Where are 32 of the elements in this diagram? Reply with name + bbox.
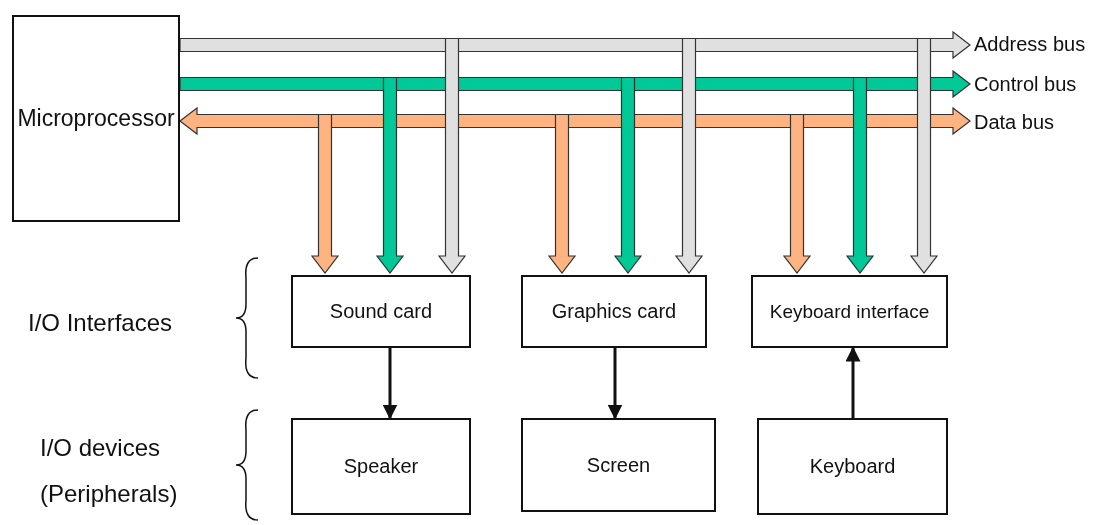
bus-branch-arrow <box>613 76 643 274</box>
bus-branch-arrow <box>547 113 577 274</box>
bus-label: Control bus <box>974 72 1077 96</box>
group-label: I/O devices (Peripherals) <box>40 433 179 509</box>
box-label: Speaker <box>343 455 419 478</box>
box-label: Sound card <box>329 300 433 323</box>
arrow <box>382 348 398 420</box>
box-label: Screen <box>586 453 651 477</box>
component-box <box>291 275 471 348</box>
bus-branch-arrow <box>437 37 467 274</box>
group-label: I/O Interfaces <box>28 308 174 338</box>
box-label: Keyboard interface <box>769 300 930 323</box>
arrow <box>845 346 861 418</box>
arrow <box>607 348 623 420</box>
component-box <box>757 418 948 515</box>
bus-branch-arrow <box>375 76 405 274</box>
box-label: Microprocessor <box>17 105 175 132</box>
component-box <box>521 418 716 512</box>
component-box <box>12 15 180 222</box>
bus-branch-arrow <box>782 113 812 274</box>
component-box <box>751 275 948 348</box>
bus-label: Data bus <box>974 110 1055 134</box>
bus-label: Address bus <box>974 32 1086 56</box>
bus-branch-arrow <box>310 113 340 274</box>
component-box <box>521 275 707 348</box>
bus-branch-arrow <box>845 76 875 274</box>
bus-branch-arrow <box>909 37 939 274</box>
bus-arrow <box>179 30 971 60</box>
component-box <box>291 418 471 515</box>
box-label: Keyboard <box>809 455 896 478</box>
box-label: Graphics card <box>551 300 677 323</box>
bus-branch-arrow <box>674 37 704 274</box>
